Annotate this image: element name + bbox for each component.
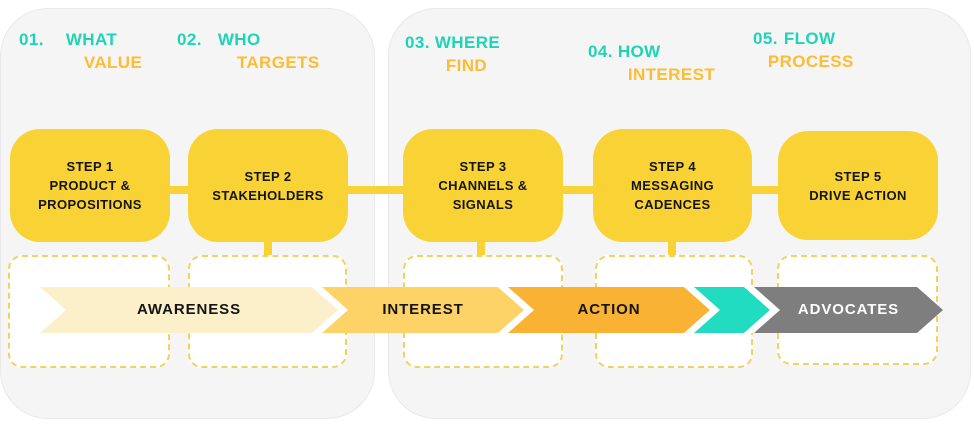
funnel-stage-advocates-shape: [754, 287, 943, 333]
header-line1: WHO: [217, 30, 261, 49]
header-number: 03.: [405, 33, 430, 52]
header-line2: INTEREST: [627, 65, 716, 84]
header-line1: HOW: [617, 42, 661, 61]
connector-step2-step3: [346, 186, 406, 194]
connector-step4-step5: [750, 186, 780, 194]
step-box-4: STEP 4 MESSAGING CADENCES: [593, 129, 752, 242]
step-line: STEP 1: [66, 159, 114, 174]
step-line: PRODUCT &: [49, 178, 131, 193]
step-line: CHANNELS &: [438, 178, 528, 193]
funnel-stage-label-awareness: AWARENESS: [137, 301, 241, 318]
header-01-what-value: 01. WHAT VALUE: [19, 28, 142, 74]
step-line: CADENCES: [634, 197, 711, 212]
step-line: PROPOSITIONS: [38, 197, 142, 212]
connector-step3-step4: [561, 186, 595, 194]
header-number: 01.: [19, 30, 44, 49]
step-line: STEP 5: [834, 168, 882, 184]
step-line: SIGNALS: [452, 197, 514, 212]
header-03-where-find: 03. WHERE FIND: [405, 31, 500, 77]
step-box-1: STEP 1 PRODUCT & PROPOSITIONS: [10, 129, 170, 242]
header-line1: FLOW: [783, 29, 836, 48]
funnel-stage-awareness-shape: [40, 287, 338, 333]
header-number: 04.: [588, 42, 613, 61]
connector-step1-step2: [168, 186, 192, 194]
funnel-gap-divider: [744, 287, 780, 333]
header-02-who-targets: 02. WHO TARGETS: [177, 28, 320, 74]
header-line2: PROCESS: [767, 52, 854, 71]
step-line: DRIVE ACTION: [809, 187, 907, 203]
header-04-how-interest: 04. HOW INTEREST: [588, 40, 715, 86]
header-number: 05.: [753, 29, 778, 48]
connector-step2-down: [264, 241, 272, 257]
connector-step4-down: [668, 241, 676, 257]
step-line: STAKEHOLDERS: [212, 187, 324, 203]
header-line1: WHERE: [434, 33, 501, 52]
funnel-gap-divider: [498, 287, 534, 333]
funnel-stage-label-interest: INTEREST: [382, 301, 464, 318]
step-line: STEP 3: [459, 159, 507, 174]
step-box-5: STEP 5 DRIVE ACTION: [778, 131, 938, 240]
step-line: MESSAGING: [630, 178, 715, 193]
step-line: STEP 4: [649, 159, 696, 174]
funnel-stage-interest-shape: [322, 287, 524, 333]
step-line: STEP 2: [244, 168, 292, 184]
step-box-2: STEP 2 STAKEHOLDERS: [188, 129, 348, 242]
header-line2: TARGETS: [236, 53, 320, 72]
header-05-flow-process: 05. FLOW PROCESS: [753, 27, 854, 73]
funnel-stage-teal-chevron-shape: [694, 287, 770, 333]
step-box-3: STEP 3 CHANNELS & SIGNALS: [403, 129, 563, 242]
connector-step3-down: [477, 241, 485, 257]
header-number: 02.: [177, 30, 202, 49]
header-line1: WHAT: [65, 30, 118, 49]
header-line2: FIND: [445, 56, 488, 75]
funnel-stage-label-advocates: ADVOCATES: [797, 301, 900, 318]
funnel-stage-action-shape: [508, 287, 710, 333]
funnel-gap-divider: [684, 287, 720, 333]
header-line2: VALUE: [83, 53, 143, 72]
funnel-gap-divider: [312, 287, 348, 333]
funnel-stage-label-action: ACTION: [577, 301, 641, 318]
